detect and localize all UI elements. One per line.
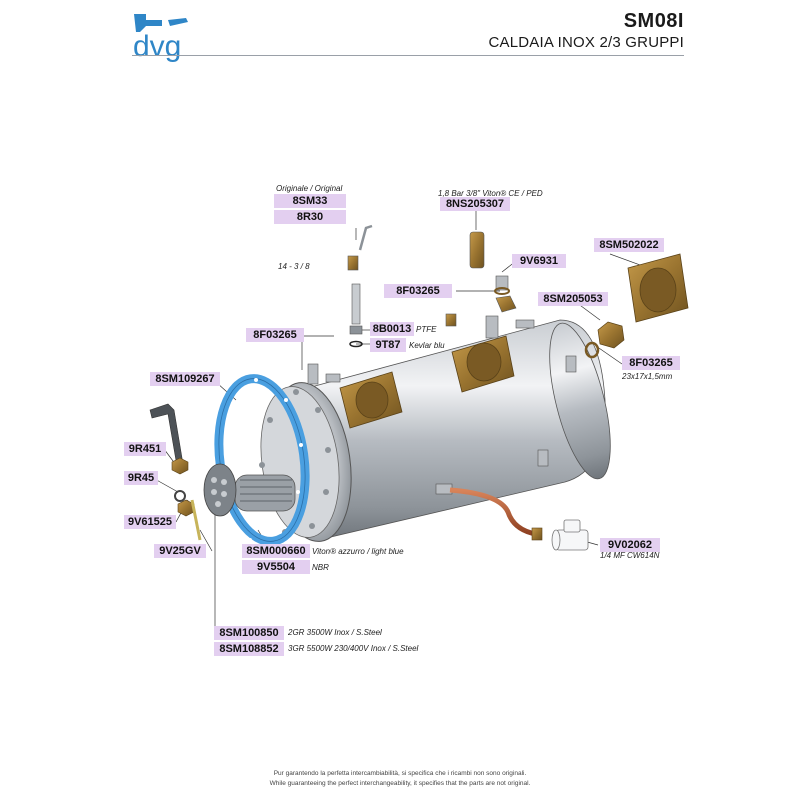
note-viton-ce: 1,8 Bar 3/8" Viton® CE / PED: [438, 189, 543, 198]
part-label-8SM108852[interactable]: 8SM108852: [214, 642, 284, 656]
note-heater-2gr: 2GR 3500W Inox / S.Steel: [288, 628, 382, 637]
part-label-9V02062[interactable]: 9V02062: [600, 538, 660, 552]
disclaimer-english: While guaranteeing the perfect interchan…: [269, 780, 531, 787]
part-label-9R45[interactable]: 9R45: [124, 471, 158, 485]
header-divider: [132, 55, 684, 56]
part-label-9R451[interactable]: 9R451: [124, 442, 166, 456]
note-nbr: NBR: [312, 563, 329, 572]
note-kevlar: Kevlar blu: [409, 341, 445, 350]
part-label-9V61525[interactable]: 9V61525: [124, 515, 176, 529]
part-label-8SM100850[interactable]: 8SM100850: [214, 626, 284, 640]
part-label-8SM502022[interactable]: 8SM502022: [594, 238, 664, 252]
note-ptfe: PTFE: [416, 325, 437, 334]
dvg-logo: dvg: [133, 14, 188, 62]
svg-text:dvg: dvg: [133, 30, 181, 62]
model-code: SM08I: [623, 10, 684, 32]
part-label-9V5504[interactable]: 9V5504: [242, 560, 310, 574]
part-label-8SM33[interactable]: 8SM33: [274, 194, 346, 208]
note-viton-blue: Viton® azzurro / light blue: [312, 547, 404, 556]
part-label-8SM109267[interactable]: 8SM109267: [150, 372, 220, 386]
part-label-8SM205053[interactable]: 8SM205053: [538, 292, 608, 306]
note-original: Originale / Original: [276, 184, 343, 193]
note-heater-3gr: 3GR 5500W 230/400V Inox / S.Steel: [288, 644, 419, 653]
note-gasket-size: 23x17x1,5mm: [622, 372, 673, 381]
part-label-8B0013[interactable]: 8B0013: [370, 322, 414, 336]
part-label-9T87[interactable]: 9T87: [370, 338, 406, 352]
page-title: CALDAIA INOX 2/3 GRUPPI: [488, 34, 684, 51]
part-label-8F03265-left[interactable]: 8F03265: [246, 328, 304, 342]
disclaimer-italian: Pur garantendo la perfetta intercambiabi…: [273, 770, 527, 777]
note-size-14: 14 - 3 / 8: [278, 262, 310, 271]
note-valve-spec: 1/4 MF CW614N: [600, 551, 660, 560]
part-label-9V25GV[interactable]: 9V25GV: [154, 544, 206, 558]
part-label-9V6931[interactable]: 9V6931: [512, 254, 566, 268]
part-label-8NS205307[interactable]: 8NS205307: [440, 197, 510, 211]
part-label-8SM000660[interactable]: 8SM000660: [242, 544, 310, 558]
part-label-8F03265-top[interactable]: 8F03265: [384, 284, 452, 298]
part-label-8F03265-right[interactable]: 8F03265: [622, 356, 680, 370]
part-label-8R30[interactable]: 8R30: [274, 210, 346, 224]
